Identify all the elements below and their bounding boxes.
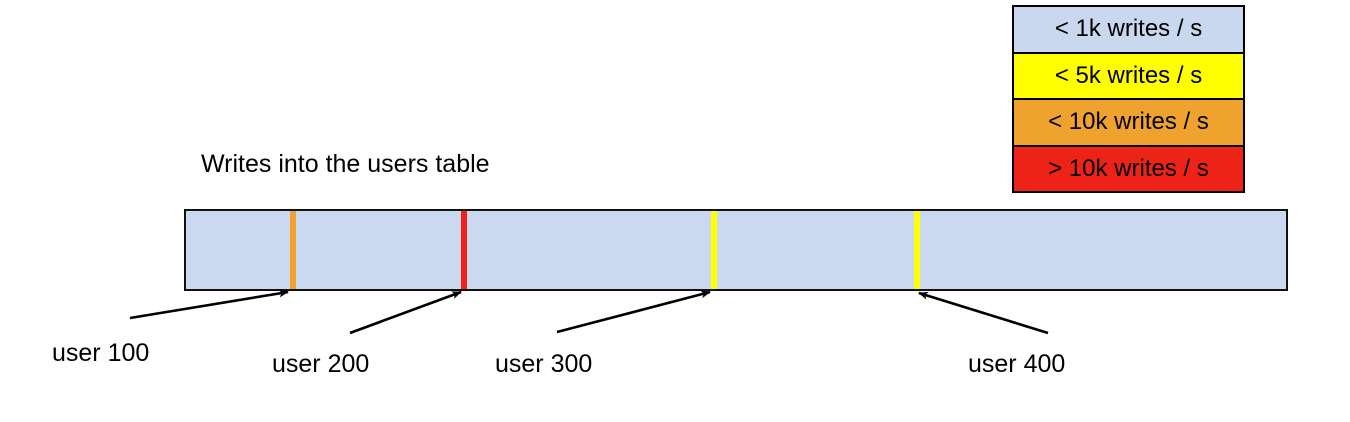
legend-row-under-1k: < 1k writes / s (1014, 7, 1243, 54)
legend: < 1k writes / s < 5k writes / s < 10k wr… (1012, 5, 1245, 193)
legend-label: > 10k writes / s (1048, 154, 1209, 182)
stripe-user-200 (461, 211, 467, 289)
legend-row-under-5k: < 5k writes / s (1014, 53, 1243, 100)
legend-label: < 5k writes / s (1054, 61, 1203, 89)
arrow-user-200 (349, 290, 462, 335)
users-table-bar (184, 209, 1288, 291)
label-user-100: user 100 (52, 339, 150, 367)
label-user-400: user 400 (968, 350, 1066, 378)
arrow-user-400 (918, 291, 1049, 335)
arrow-user-100 (129, 289, 289, 320)
legend-label: < 10k writes / s (1048, 108, 1209, 136)
legend-label: < 1k writes / s (1054, 15, 1203, 43)
chart-title: Writes into the users table (201, 150, 490, 178)
stripe-user-100 (290, 211, 296, 289)
stripe-user-400 (914, 211, 920, 289)
label-user-300: user 300 (495, 350, 593, 378)
label-user-200: user 200 (272, 350, 370, 378)
stripe-user-300 (711, 211, 717, 289)
arrow-user-300 (556, 290, 711, 334)
legend-row-under-10k: < 10k writes / s (1014, 100, 1243, 147)
legend-row-over-10k: > 10k writes / s (1014, 146, 1243, 191)
